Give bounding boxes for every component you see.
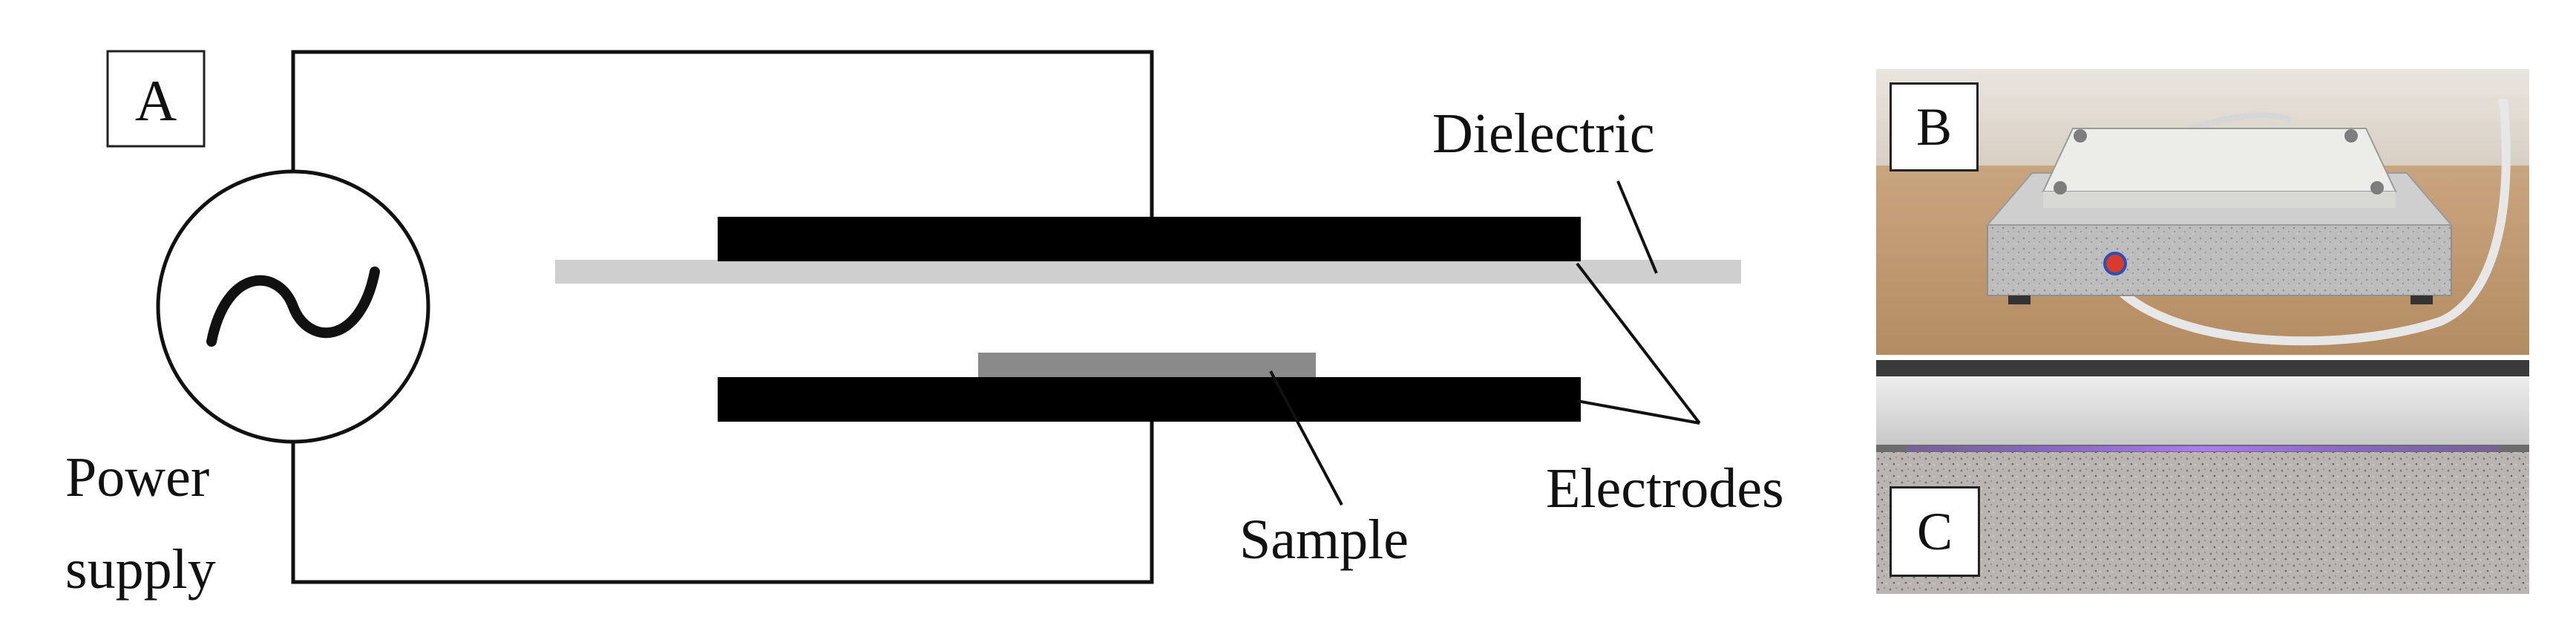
plasma-glow: [1906, 446, 2500, 451]
top-electrode: [718, 217, 1581, 261]
power-supply-label-line1: Power: [65, 446, 209, 509]
leader-lines: [1269, 180, 1701, 506]
circuit-wires: [291, 50, 1154, 584]
panel-b-box: B: [1890, 82, 1979, 171]
bottom-electrode: [718, 377, 1581, 422]
power-supply-label-line2: supply: [65, 538, 216, 601]
dielectric-label: Dielectric: [1432, 102, 1655, 165]
device-photo: B: [1876, 69, 2529, 355]
dielectric-layer: [555, 260, 1741, 284]
photo-connector: [2103, 252, 2127, 275]
photo-device-base: [1987, 224, 2452, 296]
panel-b-letter: B: [1915, 97, 1953, 157]
plasma-photo: C: [1876, 360, 2529, 594]
electrodes-label: Electrodes: [1546, 457, 1784, 520]
sample-label: Sample: [1239, 509, 1409, 571]
photo-cable: [2118, 98, 2511, 346]
panel-a-letter: A: [135, 68, 177, 133]
photo-lid: [2042, 128, 2397, 192]
sample: [978, 353, 1316, 378]
panel-c-letter: C: [1916, 501, 1953, 561]
panel-c-box: C: [1890, 486, 1980, 577]
panel-a-box: [106, 50, 206, 148]
ac-wave-icon: [206, 267, 380, 347]
